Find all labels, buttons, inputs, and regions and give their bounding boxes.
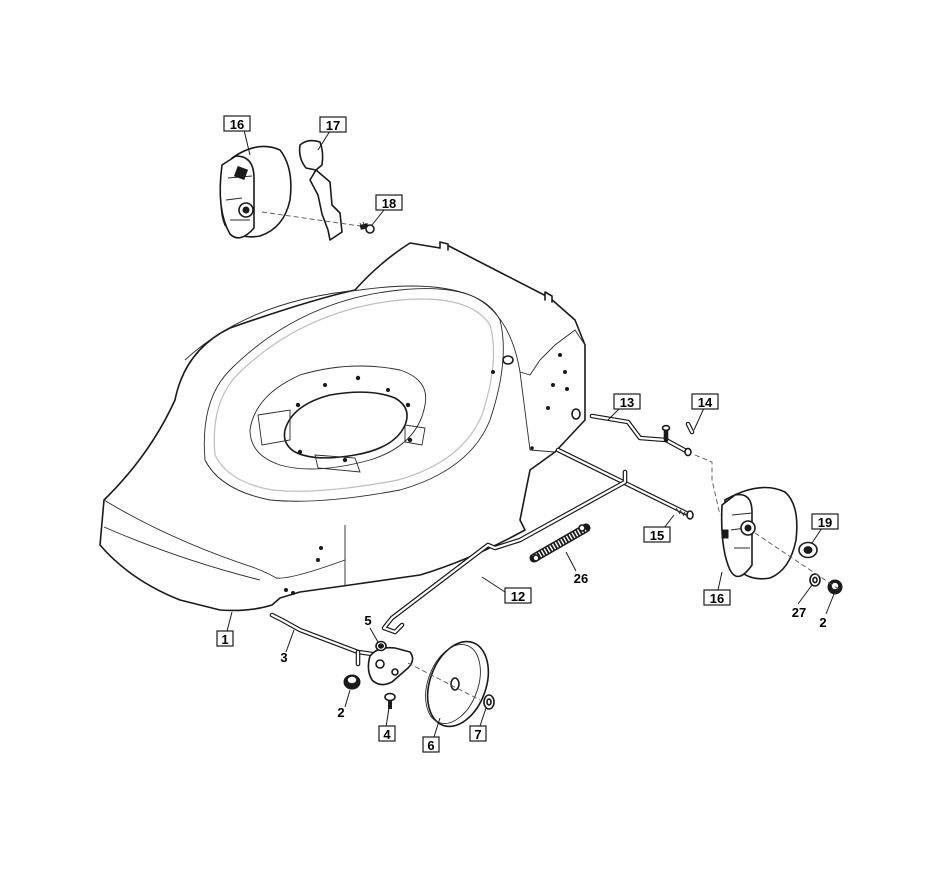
callout-16: 16 [223, 115, 251, 132]
svg-text:16: 16 [230, 117, 244, 132]
svg-text:3: 3 [280, 650, 287, 665]
svg-text:4: 4 [383, 727, 391, 742]
svg-text:1: 1 [221, 632, 228, 647]
front-wheel-parts [343, 640, 495, 728]
rear-cover-top-group [219, 139, 375, 241]
svg-text:6: 6 [427, 738, 434, 753]
svg-text:12: 12 [511, 589, 525, 604]
svg-text:15: 15 [650, 528, 664, 543]
svg-text:5: 5 [364, 613, 371, 628]
callout-14: 14 [691, 393, 719, 410]
callout-2: 2 [819, 615, 826, 630]
callout-19: 19 [811, 513, 839, 530]
callout-18: 18 [375, 194, 403, 211]
callout-26: 26 [574, 571, 588, 586]
spring [529, 523, 591, 563]
callout-7: 7 [469, 725, 487, 742]
leader-lines [225, 129, 835, 738]
callout-12: 12 [504, 587, 532, 604]
svg-text:13: 13 [620, 395, 634, 410]
flange-nut [343, 674, 361, 690]
svg-text:18: 18 [382, 196, 396, 211]
bolt [384, 692, 396, 709]
svg-text:2: 2 [819, 615, 826, 630]
callout-1: 1 [216, 630, 234, 647]
svg-text:27: 27 [792, 605, 806, 620]
mower-deck [99, 241, 586, 612]
callout-16: 16 [703, 589, 731, 606]
rear-wheel-cover-assembly [720, 486, 843, 595]
callout-17: 17 [319, 116, 347, 133]
callout-3: 3 [280, 650, 287, 665]
callout-2: 2 [337, 705, 344, 720]
callout-15: 15 [643, 526, 671, 543]
callout-6: 6 [422, 736, 440, 753]
svg-text:17: 17 [326, 118, 340, 133]
callout-13: 13 [613, 393, 641, 410]
svg-text:26: 26 [574, 571, 588, 586]
svg-text:16: 16 [710, 591, 724, 606]
height-adjust-linkage [269, 469, 628, 667]
callout-4: 4 [378, 725, 396, 742]
svg-text:14: 14 [698, 395, 713, 410]
callout-5: 5 [364, 613, 371, 628]
svg-text:7: 7 [474, 727, 481, 742]
callout-27: 27 [792, 605, 806, 620]
front-wheel-disc [425, 640, 490, 728]
svg-text:2: 2 [337, 705, 344, 720]
svg-text:19: 19 [818, 515, 832, 530]
